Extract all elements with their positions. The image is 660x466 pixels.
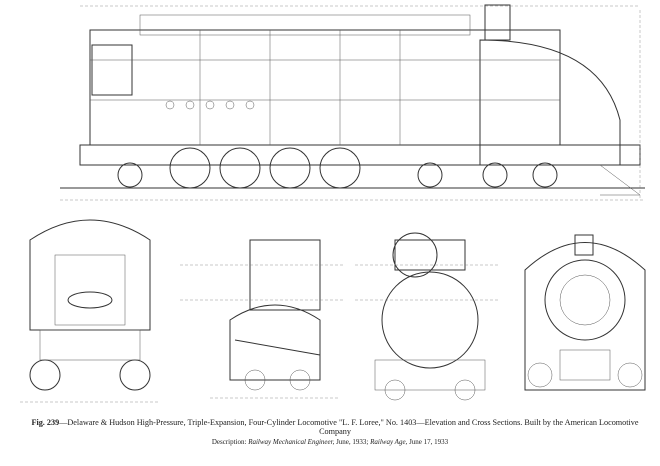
source-1: Railway Mechanical Engineer, [248,438,335,446]
figure-label: Fig. 239 [31,418,60,427]
cross-section-middle-right [355,232,500,401]
figure-caption: Fig. 239—Delaware & Hudson High-Pressure… [20,418,650,436]
date-1: June, 1933; [336,438,369,446]
date-2: June 17, 1933 [409,438,449,446]
side-elevation [60,4,645,201]
front-end-view [524,234,646,391]
rear-cross-section [20,219,160,403]
caption-text: —Delaware & Hudson High-Pressure, Triple… [59,418,639,436]
description-line: Description: Railway Mechanical Engineer… [0,438,660,446]
cross-section-middle-left [180,239,345,399]
source-2: Railway Age, [370,438,408,446]
description-label: Description: [211,438,247,446]
